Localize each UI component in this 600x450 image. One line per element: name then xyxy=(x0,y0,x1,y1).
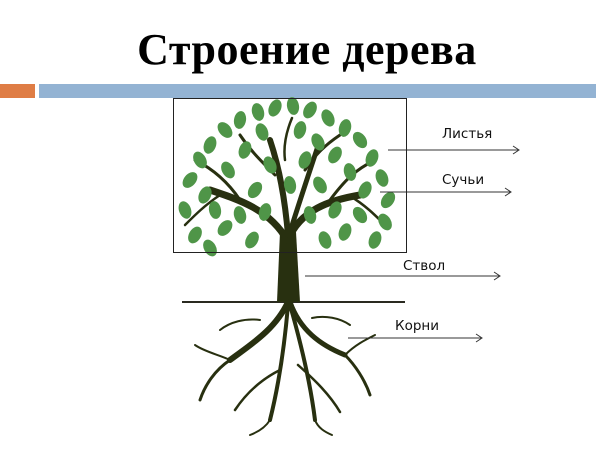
label-roots: Корни xyxy=(395,318,440,334)
trunk-shape xyxy=(277,232,300,302)
label-trunk: Ствол xyxy=(403,258,446,274)
roots-shape xyxy=(194,299,376,436)
accent-bar-blue xyxy=(39,84,596,98)
accent-bar-orange xyxy=(0,84,35,98)
label-branches: Сучьи xyxy=(442,172,485,188)
crown-frame xyxy=(173,98,407,253)
leaves-shape xyxy=(178,97,396,257)
label-leaves: Листья xyxy=(442,126,493,142)
slide-title: Строение дерева xyxy=(137,25,477,74)
pointer-lines xyxy=(305,145,520,343)
